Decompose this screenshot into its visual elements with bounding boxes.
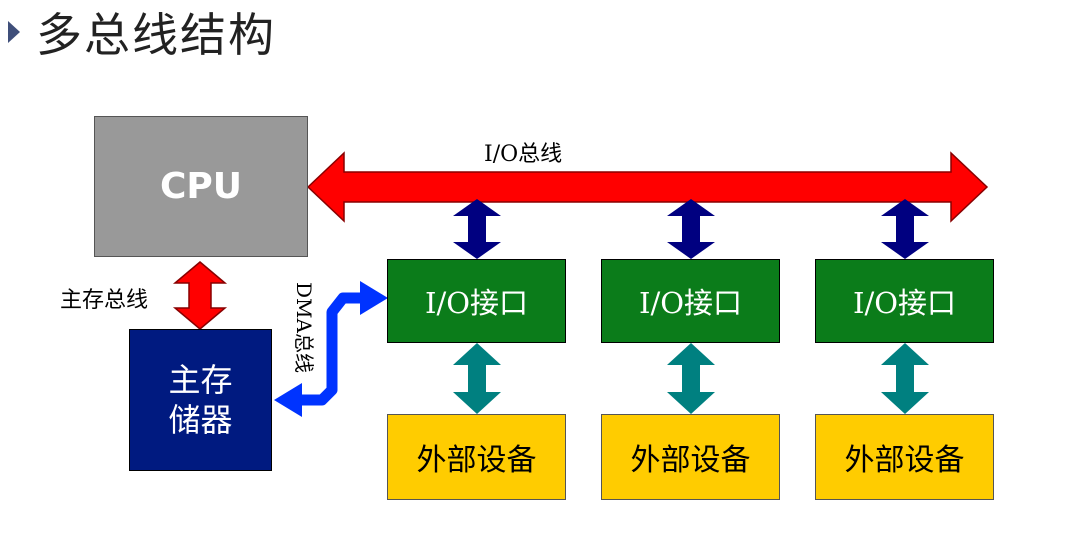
- page-title: 多总线结构: [36, 8, 276, 62]
- io-interface-3: I/O接口: [815, 259, 994, 343]
- main-memory-box: 主存 储器: [129, 329, 272, 471]
- external-device-3: 外部设备: [815, 414, 994, 500]
- device-link-arrows: [453, 343, 929, 414]
- io-interface-2: I/O接口: [601, 259, 780, 343]
- device-link-arrow-3: [881, 343, 929, 414]
- cpu-box: CPU: [94, 116, 308, 257]
- memory-bus-arrow: [172, 261, 228, 330]
- io-interface-label: I/O接口: [424, 286, 528, 320]
- dma-bus-label: DMA总线: [292, 282, 316, 373]
- device-link-arrow-2: [667, 343, 715, 414]
- external-device-1: 外部设备: [387, 414, 566, 500]
- io-bus-label: I/O总线: [484, 142, 563, 167]
- title-bar: 多总线结构: [0, 0, 276, 64]
- interface-link-arrow-3: [881, 199, 929, 259]
- io-interface-label: I/O接口: [638, 286, 742, 320]
- title-bullet-icon: [8, 21, 20, 43]
- external-device-2: 外部设备: [601, 414, 780, 500]
- device-label: 外部设备: [844, 443, 965, 478]
- io-interface-1: I/O接口: [387, 259, 566, 343]
- interface-link-arrows: [453, 199, 929, 259]
- interface-link-arrow-2: [667, 199, 715, 259]
- cpu-label: CPU: [159, 166, 243, 207]
- memory-label-line2: 储器: [168, 401, 233, 439]
- interface-link-arrow-1: [453, 199, 501, 259]
- io-bus-arrow: [306, 151, 989, 223]
- device-label: 外部设备: [416, 443, 537, 478]
- dma-bus-arrow: [274, 281, 388, 417]
- io-interface-label: I/O接口: [852, 286, 956, 320]
- memory-label-line1: 主存: [168, 361, 233, 399]
- memory-bus-label: 主存总线: [60, 288, 149, 313]
- device-label: 外部设备: [630, 443, 751, 478]
- device-link-arrow-1: [453, 343, 501, 414]
